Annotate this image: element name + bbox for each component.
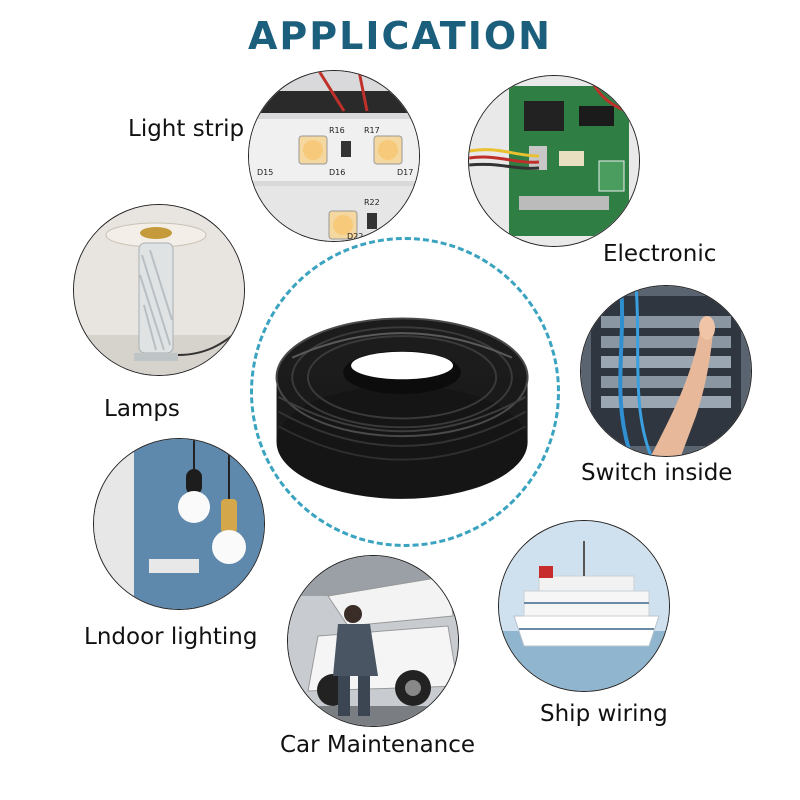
led-label-d17: D17 (397, 168, 413, 177)
car-maintenance-photo (287, 555, 459, 727)
label-light-strip: Light strip (128, 116, 245, 142)
label-indoor-lighting: Lndoor lighting (84, 624, 258, 650)
led-label-r16: R16 (329, 126, 345, 135)
ship-wiring-photo (498, 520, 670, 692)
indoor-lighting-photo (93, 438, 265, 610)
led-label-d16: D16 (329, 168, 345, 177)
label-lamps: Lamps (104, 396, 180, 422)
label-car-maintenance: Car Maintenance (280, 732, 476, 758)
page-title: APPLICATION (248, 14, 552, 58)
label-electronic: Electronic (603, 241, 717, 267)
led-label-d15: D15 (257, 168, 273, 177)
cable-coil-icon (275, 317, 529, 499)
electronic-photo (468, 75, 640, 247)
light-strip-photo: R16 R17 D15 D16 D17 R22 D22 (248, 70, 420, 242)
led-label-r22: R22 (364, 198, 380, 207)
led-label-d22: D22 (347, 232, 363, 241)
led-label-r17: R17 (364, 126, 380, 135)
switch-inside-photo (580, 285, 752, 457)
cable-coil-image (250, 237, 560, 547)
label-ship-wiring: Ship wiring (540, 701, 668, 727)
lamps-photo (73, 204, 245, 376)
label-switch-inside: Switch inside (581, 460, 733, 486)
